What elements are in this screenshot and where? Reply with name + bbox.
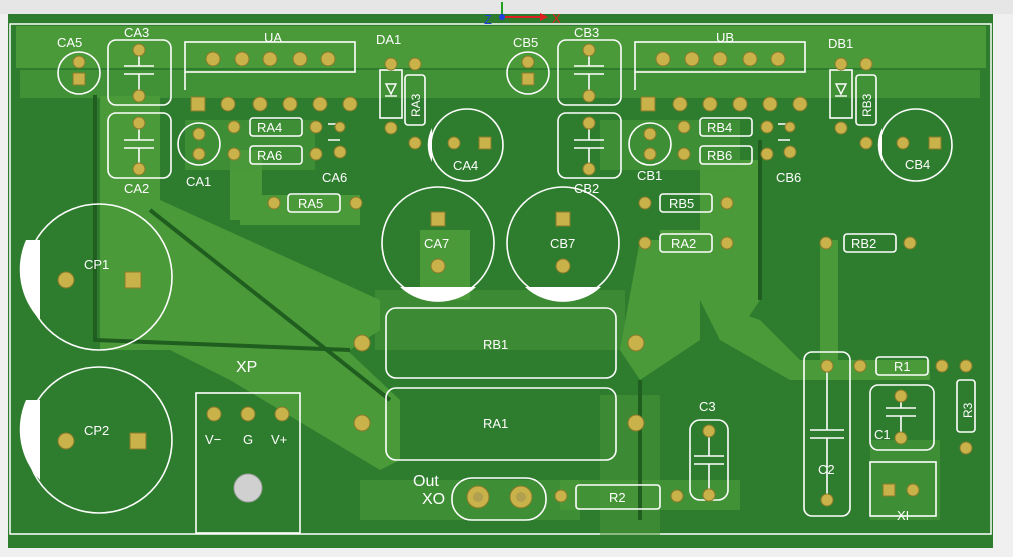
label-CA5: CA5 xyxy=(57,35,82,50)
label-xp-vminus: V− xyxy=(205,432,221,447)
label-CB4: CB4 xyxy=(905,157,930,172)
label-C2: C2 xyxy=(818,462,835,477)
pad-holes xyxy=(473,492,526,502)
reference-designators: CA5 CA3 UA DA1 CB5 CB3 UB DB1 RA3 RB3 RA… xyxy=(57,25,975,523)
label-CA2: CA2 xyxy=(124,181,149,196)
label-RB1: RB1 xyxy=(483,337,508,352)
label-R2: R2 xyxy=(609,490,626,505)
label-RB6: RB6 xyxy=(707,148,732,163)
label-CA3: CA3 xyxy=(124,25,149,40)
label-CB1: CB1 xyxy=(637,168,662,183)
pads xyxy=(57,43,973,509)
label-XI: XI xyxy=(897,508,909,523)
cap-polarity-marks xyxy=(19,128,882,480)
label-RA1: RA1 xyxy=(483,416,508,431)
mounting-hole xyxy=(233,473,263,503)
label-CB6: CB6 xyxy=(776,170,801,185)
label-CB2: CB2 xyxy=(574,181,599,196)
label-DB1: DB1 xyxy=(828,36,853,51)
label-CA1: CA1 xyxy=(186,174,211,189)
label-XO: XO xyxy=(422,491,445,508)
label-CB7: CB7 xyxy=(550,236,575,251)
axis-z-label: Z xyxy=(484,12,492,27)
label-XP: XP xyxy=(236,359,257,376)
label-RB5: RB5 xyxy=(669,196,694,211)
board-outline xyxy=(9,23,992,535)
axis-x-label: X xyxy=(552,11,561,26)
label-RB2: RB2 xyxy=(851,236,876,251)
label-CA6: CA6 xyxy=(322,170,347,185)
label-CB3: CB3 xyxy=(574,25,599,40)
label-CA7: CA7 xyxy=(424,236,449,251)
label-RA3: RA3 xyxy=(409,93,423,117)
label-RB3: RB3 xyxy=(860,93,874,117)
label-CP1: CP1 xyxy=(84,257,109,272)
axis-gizmo: Z X xyxy=(484,2,561,27)
label-UA: UA xyxy=(264,30,282,45)
label-DA1: DA1 xyxy=(376,32,401,47)
label-UB: UB xyxy=(716,30,734,45)
label-xp-g: G xyxy=(243,432,253,447)
label-xp-vplus: V+ xyxy=(271,432,287,447)
label-RB4: RB4 xyxy=(707,120,732,135)
label-C3: C3 xyxy=(699,399,716,414)
label-RA4: RA4 xyxy=(257,120,282,135)
diode-symbols xyxy=(384,83,848,97)
label-RA2: RA2 xyxy=(671,236,696,251)
label-R3: R3 xyxy=(961,402,975,418)
label-CP2: CP2 xyxy=(84,423,109,438)
trace-gaps xyxy=(93,95,762,520)
label-R1: R1 xyxy=(894,359,911,374)
copper-traces xyxy=(16,26,986,535)
label-C1: C1 xyxy=(874,427,891,442)
label-Out: Out xyxy=(413,473,439,490)
label-CA4: CA4 xyxy=(453,158,478,173)
label-RA6: RA6 xyxy=(257,148,282,163)
silkscreen-outlines xyxy=(25,39,976,534)
label-RA5: RA5 xyxy=(298,196,323,211)
label-CB5: CB5 xyxy=(513,35,538,50)
